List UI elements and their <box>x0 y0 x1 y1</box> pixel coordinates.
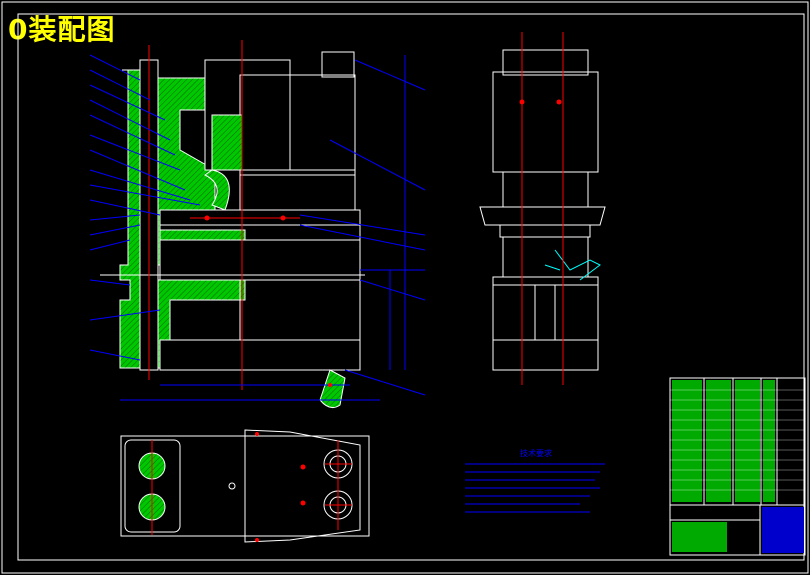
front-view-base-block <box>159 239 361 281</box>
side-view-column-band <box>502 171 589 208</box>
front-view-mid-block <box>239 169 356 211</box>
side-view-cyan-parts <box>544 249 601 281</box>
tech-notes <box>465 463 605 513</box>
parts-list-rows <box>670 389 805 491</box>
top-view-red-marks <box>255 432 306 542</box>
side-view-foot <box>492 339 599 371</box>
side-view-lower-body <box>492 284 599 341</box>
front-view-red-bolts <box>204 215 332 387</box>
top-view-centerlines <box>151 440 352 535</box>
side-view-centerlines <box>521 32 564 385</box>
tech-notes-heading: 技术要求 <box>520 448 552 458</box>
inner-frame <box>17 13 805 561</box>
front-view-dimensions <box>89 54 426 401</box>
side-view-table-lower <box>499 224 591 238</box>
front-view-top-cap <box>321 51 355 78</box>
front-view-lever <box>319 369 346 409</box>
drawing-title: 0装配图 <box>8 13 116 46</box>
front-view-base <box>239 279 361 341</box>
side-view <box>479 49 606 371</box>
side-view-red-bolts <box>519 99 562 105</box>
side-view-upper-body <box>492 71 599 173</box>
front-view-hook <box>204 169 230 211</box>
side-view-table <box>479 206 606 226</box>
front-view-hatched-block <box>211 114 243 171</box>
front-view-foot <box>159 339 361 371</box>
front-view <box>100 51 365 409</box>
top-view <box>120 429 370 543</box>
side-view-top-caps <box>502 49 589 76</box>
side-view-mid-body <box>502 236 589 278</box>
parts-list <box>669 377 806 556</box>
top-view-right-block <box>244 429 361 543</box>
